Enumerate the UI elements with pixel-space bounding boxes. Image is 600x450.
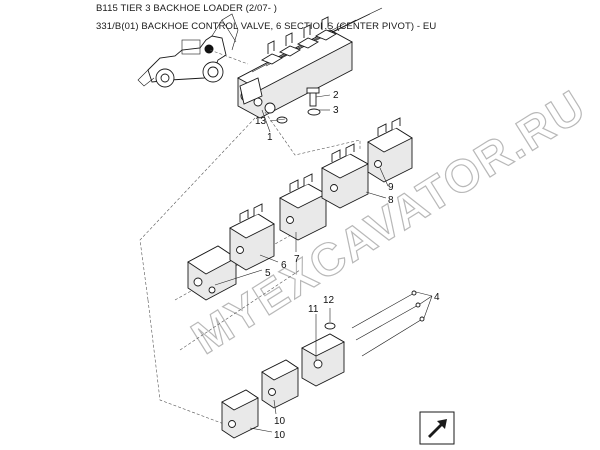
callout-5: 5 <box>265 268 271 279</box>
valve-section-8-part <box>321 143 369 209</box>
callout-3: 3 <box>333 105 339 116</box>
callout-12: 12 <box>323 295 335 306</box>
valve-section-9-part <box>367 117 413 183</box>
callout-7: 7 <box>294 254 300 265</box>
callout-8: 8 <box>388 195 394 206</box>
tie-rods-part <box>351 290 425 357</box>
callout-10-lower: 10 <box>274 430 286 441</box>
control-valve-assembly <box>237 7 383 119</box>
callout-4: 4 <box>434 292 440 303</box>
end-cover-part <box>301 322 345 387</box>
valve-section-7-part <box>279 173 327 241</box>
callout-9: 9 <box>388 182 394 193</box>
valve-section-10-upper-part <box>261 359 299 409</box>
page-subtitle: 331/B(01) BACKHOE CONTROL VALVE, 6 SECTI… <box>96 21 437 32</box>
next-page-arrow-icon[interactable] <box>419 411 455 445</box>
callout-6: 6 <box>281 260 287 271</box>
washer-part <box>307 108 321 116</box>
backhoe-loader-icon <box>137 13 239 88</box>
callout-2: 2 <box>333 90 339 101</box>
valve-section-6-part <box>229 203 275 271</box>
inlet-section-part <box>187 245 237 301</box>
callout-1: 1 <box>267 132 273 143</box>
page-title: B115 TIER 3 BACKHOE LOADER (2/07- ) <box>96 3 278 14</box>
callout-11: 11 <box>308 304 319 315</box>
valve-section-10-lower-part <box>221 389 259 439</box>
callout-13: 13 <box>255 116 267 127</box>
callout-10-upper: 10 <box>274 416 286 427</box>
bolt-part <box>306 87 320 107</box>
